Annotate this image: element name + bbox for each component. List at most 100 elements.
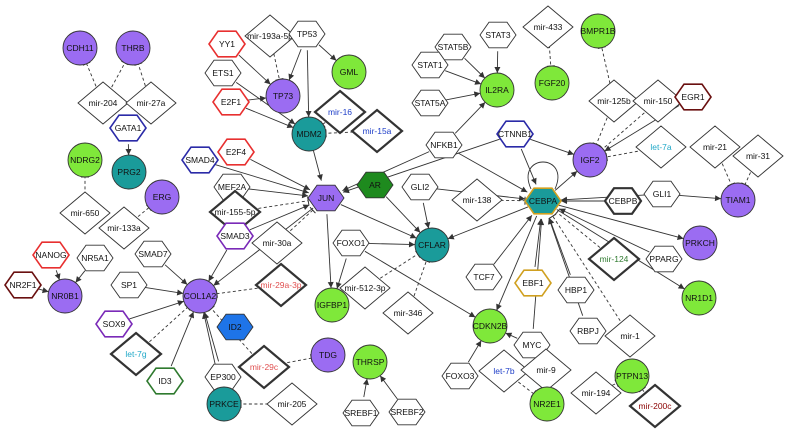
node-thrb[interactable]: THRB: [115, 30, 151, 66]
node-let-7b[interactable]: let-7b: [478, 349, 530, 393]
node-cebpa[interactable]: CEBPA: [524, 187, 562, 215]
node-mir-204[interactable]: mir-204: [77, 81, 129, 125]
node-mir-133a[interactable]: mir-133a: [98, 206, 150, 250]
node-let-7g[interactable]: let-7g: [109, 331, 163, 377]
node-smad7[interactable]: SMAD7: [134, 240, 172, 268]
node-nr2e1[interactable]: NR2E1: [529, 386, 565, 422]
node-smad4[interactable]: SMAD4: [181, 146, 219, 174]
node-mir-150[interactable]: mir-150: [632, 79, 684, 123]
node-gata1[interactable]: GATA1: [109, 114, 147, 142]
node-tp73[interactable]: TP73: [265, 78, 301, 114]
node-mir-433[interactable]: mir-433: [522, 5, 574, 49]
hexagon-shape: [216, 313, 254, 341]
node-stat5a[interactable]: STAT5A: [411, 89, 449, 117]
node-tp53[interactable]: TP53: [288, 20, 326, 48]
node-foxo3[interactable]: FOXO3: [441, 362, 479, 390]
node-ep300[interactable]: EP300: [204, 363, 242, 391]
node-sp1[interactable]: SP1: [110, 271, 148, 299]
node-ar[interactable]: AR: [356, 171, 394, 199]
node-cebpb[interactable]: CEBPB: [603, 187, 643, 215]
node-ctnnb1[interactable]: CTNNB1: [496, 120, 534, 148]
node-nr2f1[interactable]: NR2F1: [4, 271, 42, 299]
node-stat3[interactable]: STAT3: [479, 21, 517, 49]
arrowhead: [380, 375, 387, 383]
node-ebf1[interactable]: EBF1: [514, 269, 552, 297]
node-yy1[interactable]: YY1: [208, 30, 246, 58]
node-mir-29a-3p[interactable]: mir-29a-3p: [254, 262, 308, 308]
node-label: NR2E1: [533, 399, 561, 409]
node-mir-1[interactable]: mir-1: [604, 314, 656, 358]
node-pparg[interactable]: PPARG: [645, 245, 683, 273]
node-e2f4[interactable]: E2F4: [217, 138, 255, 166]
node-gli1[interactable]: GLI1: [643, 180, 681, 208]
node-mir-205[interactable]: mir-205: [266, 382, 318, 426]
arrowhead: [408, 241, 416, 248]
node-label: mir-124: [600, 254, 629, 264]
edge-mir-155-5p-to-jun: [247, 200, 309, 211]
node-egr1[interactable]: EGR1: [674, 83, 712, 111]
node-erg[interactable]: ERG: [144, 179, 180, 215]
node-id2[interactable]: ID2: [216, 313, 254, 341]
node-tiam1[interactable]: TIAM1: [720, 182, 756, 218]
node-bmpr1b[interactable]: BMPR1B: [581, 13, 616, 49]
node-nr0b1[interactable]: NR0B1: [47, 278, 83, 314]
node-cdh11[interactable]: CDH11: [62, 30, 98, 66]
node-mir-21[interactable]: mir-21: [689, 125, 741, 169]
node-mir-193a-5p[interactable]: mir-193a-5p: [244, 14, 296, 58]
node-nr1d1[interactable]: NR1D1: [681, 280, 717, 316]
node-jun[interactable]: JUN: [307, 184, 345, 212]
node-col1a2[interactable]: COL1A2: [182, 278, 218, 314]
node-cflar[interactable]: CFLAR: [414, 227, 450, 263]
node-cdkn2b[interactable]: CDKN2B: [472, 308, 508, 344]
node-hbp1[interactable]: HBP1: [557, 276, 595, 304]
node-mir-512-3p[interactable]: mir-512-3p: [339, 266, 391, 310]
node-foxo1[interactable]: FOXO1: [332, 229, 370, 257]
node-let-7a[interactable]: let-7a: [635, 125, 687, 169]
node-ets1[interactable]: ETS1: [204, 59, 242, 87]
node-mir-650[interactable]: mir-650: [59, 191, 111, 235]
node-igf2[interactable]: IGF2: [572, 142, 608, 178]
node-mir-16[interactable]: mir-16: [313, 89, 367, 135]
node-prkch[interactable]: PRKCH: [682, 225, 718, 261]
node-stat1[interactable]: STAT1: [411, 51, 449, 79]
node-label: RBPJ: [577, 326, 599, 336]
node-smad3[interactable]: SMAD3: [216, 222, 254, 250]
node-srebf2[interactable]: SREBF2: [388, 398, 426, 426]
node-ndrg2[interactable]: NDRG2: [67, 142, 103, 178]
node-il2ra[interactable]: IL2RA: [479, 72, 515, 108]
node-mir-27a[interactable]: mir-27a: [125, 81, 177, 125]
node-mir-124[interactable]: mir-124: [587, 236, 641, 282]
node-tcf7[interactable]: TCF7: [465, 263, 503, 291]
node-igfbp1[interactable]: IGFBP1: [314, 287, 350, 323]
node-mir-31[interactable]: mir-31: [732, 134, 784, 178]
node-mir-29c[interactable]: mir-29c: [237, 344, 291, 390]
node-stat5b[interactable]: STAT5B: [434, 33, 472, 61]
node-mdm2[interactable]: MDM2: [291, 116, 327, 152]
node-nr5a1[interactable]: NR5A1: [76, 244, 114, 272]
node-tdg[interactable]: TDG: [310, 337, 346, 373]
node-mir-30a[interactable]: mir-30a: [251, 221, 303, 265]
edge-foxo1-to-cdkn2b: [364, 250, 476, 318]
node-nanog[interactable]: NANOG: [32, 241, 70, 269]
node-mir-346[interactable]: mir-346: [382, 291, 434, 335]
edge-cebpa-to-prkch: [558, 204, 684, 240]
node-mir-200c[interactable]: mir-200c: [628, 383, 682, 429]
node-mir-194[interactable]: mir-194: [570, 371, 622, 415]
node-mir-125b[interactable]: mir-125b: [588, 79, 640, 123]
node-id3[interactable]: ID3: [146, 367, 184, 395]
node-gml[interactable]: GML: [331, 54, 367, 90]
node-label: MYC: [523, 340, 542, 350]
node-nfkb1[interactable]: NFKB1: [425, 131, 463, 159]
node-mir-15a[interactable]: mir-15a: [350, 108, 404, 154]
node-mir-138[interactable]: mir-138: [451, 178, 503, 222]
node-e2f1[interactable]: E2F1: [212, 88, 250, 116]
node-thrsp[interactable]: THRSP: [352, 344, 388, 380]
node-prg2[interactable]: PRG2: [111, 154, 147, 190]
node-fgf20[interactable]: FGF20: [534, 65, 570, 101]
node-prkce[interactable]: PRKCE: [206, 386, 242, 422]
node-rbpj[interactable]: RBPJ: [569, 317, 607, 345]
node-ptpn13[interactable]: PTPN13: [614, 358, 650, 394]
node-gli2[interactable]: GLI2: [401, 173, 439, 201]
node-sox9[interactable]: SOX9: [95, 310, 133, 338]
node-srebf1[interactable]: SREBF1: [342, 399, 380, 427]
